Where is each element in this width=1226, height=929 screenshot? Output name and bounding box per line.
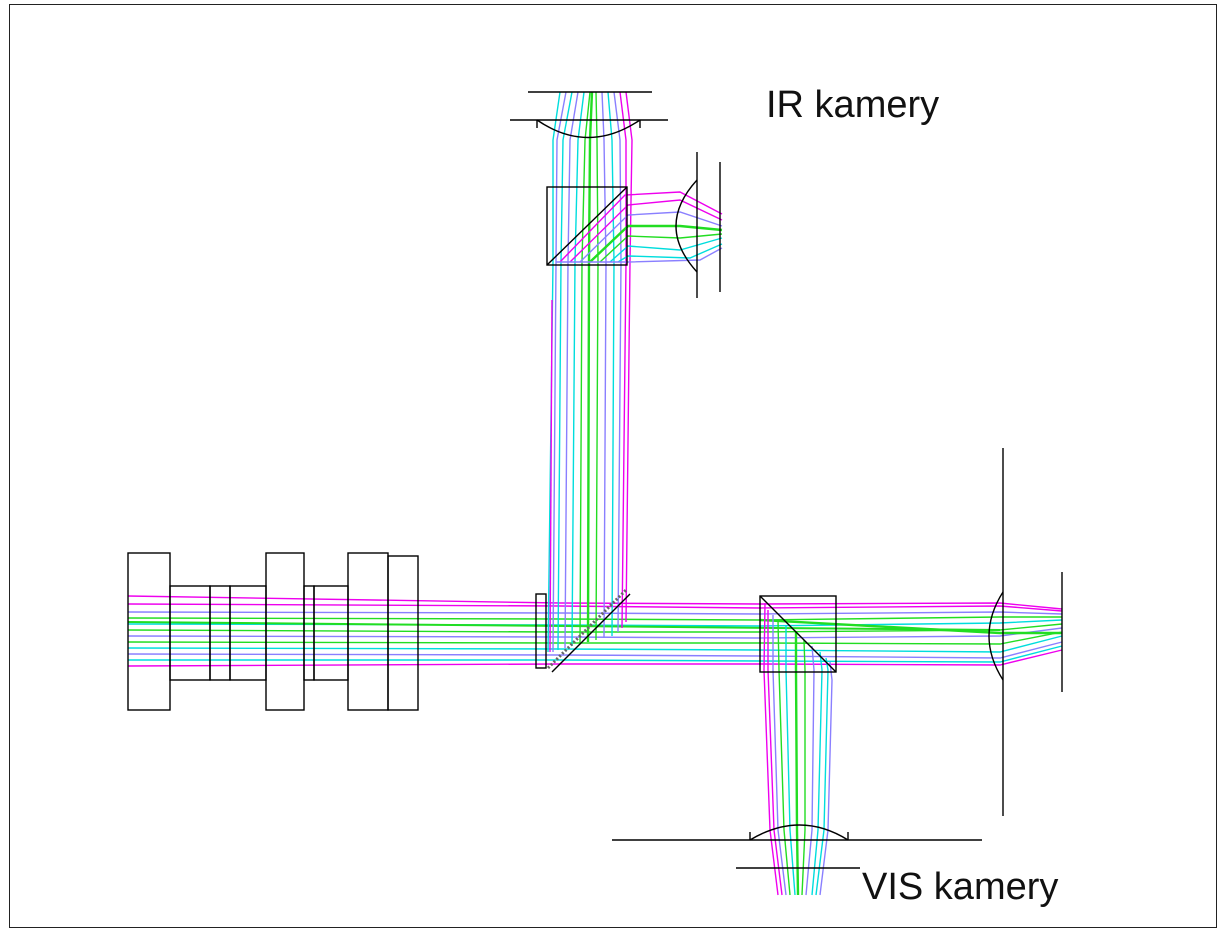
objective-lens-group: [127, 552, 419, 711]
ir-camera-top: [510, 91, 668, 139]
right-camera-lens: [988, 448, 1063, 816]
ir-beam-rays: [547, 91, 633, 653]
ir-beamsplitter-cube: [546, 186, 628, 266]
main-beam-rays: [127, 595, 1063, 667]
vis-camera-label: VIS kamery: [862, 866, 1059, 908]
ir-camera-side: [675, 152, 721, 298]
vis-camera-bottom: [612, 824, 982, 869]
ir-camera-label: IR kamery: [766, 84, 940, 126]
dichroic-splitter: [546, 588, 631, 673]
filter-plate: [535, 593, 547, 669]
vis-beamsplitter-cube: [759, 595, 837, 673]
vis-beam-rays: [763, 602, 833, 896]
ir-side-branch-rays: [556, 191, 723, 263]
